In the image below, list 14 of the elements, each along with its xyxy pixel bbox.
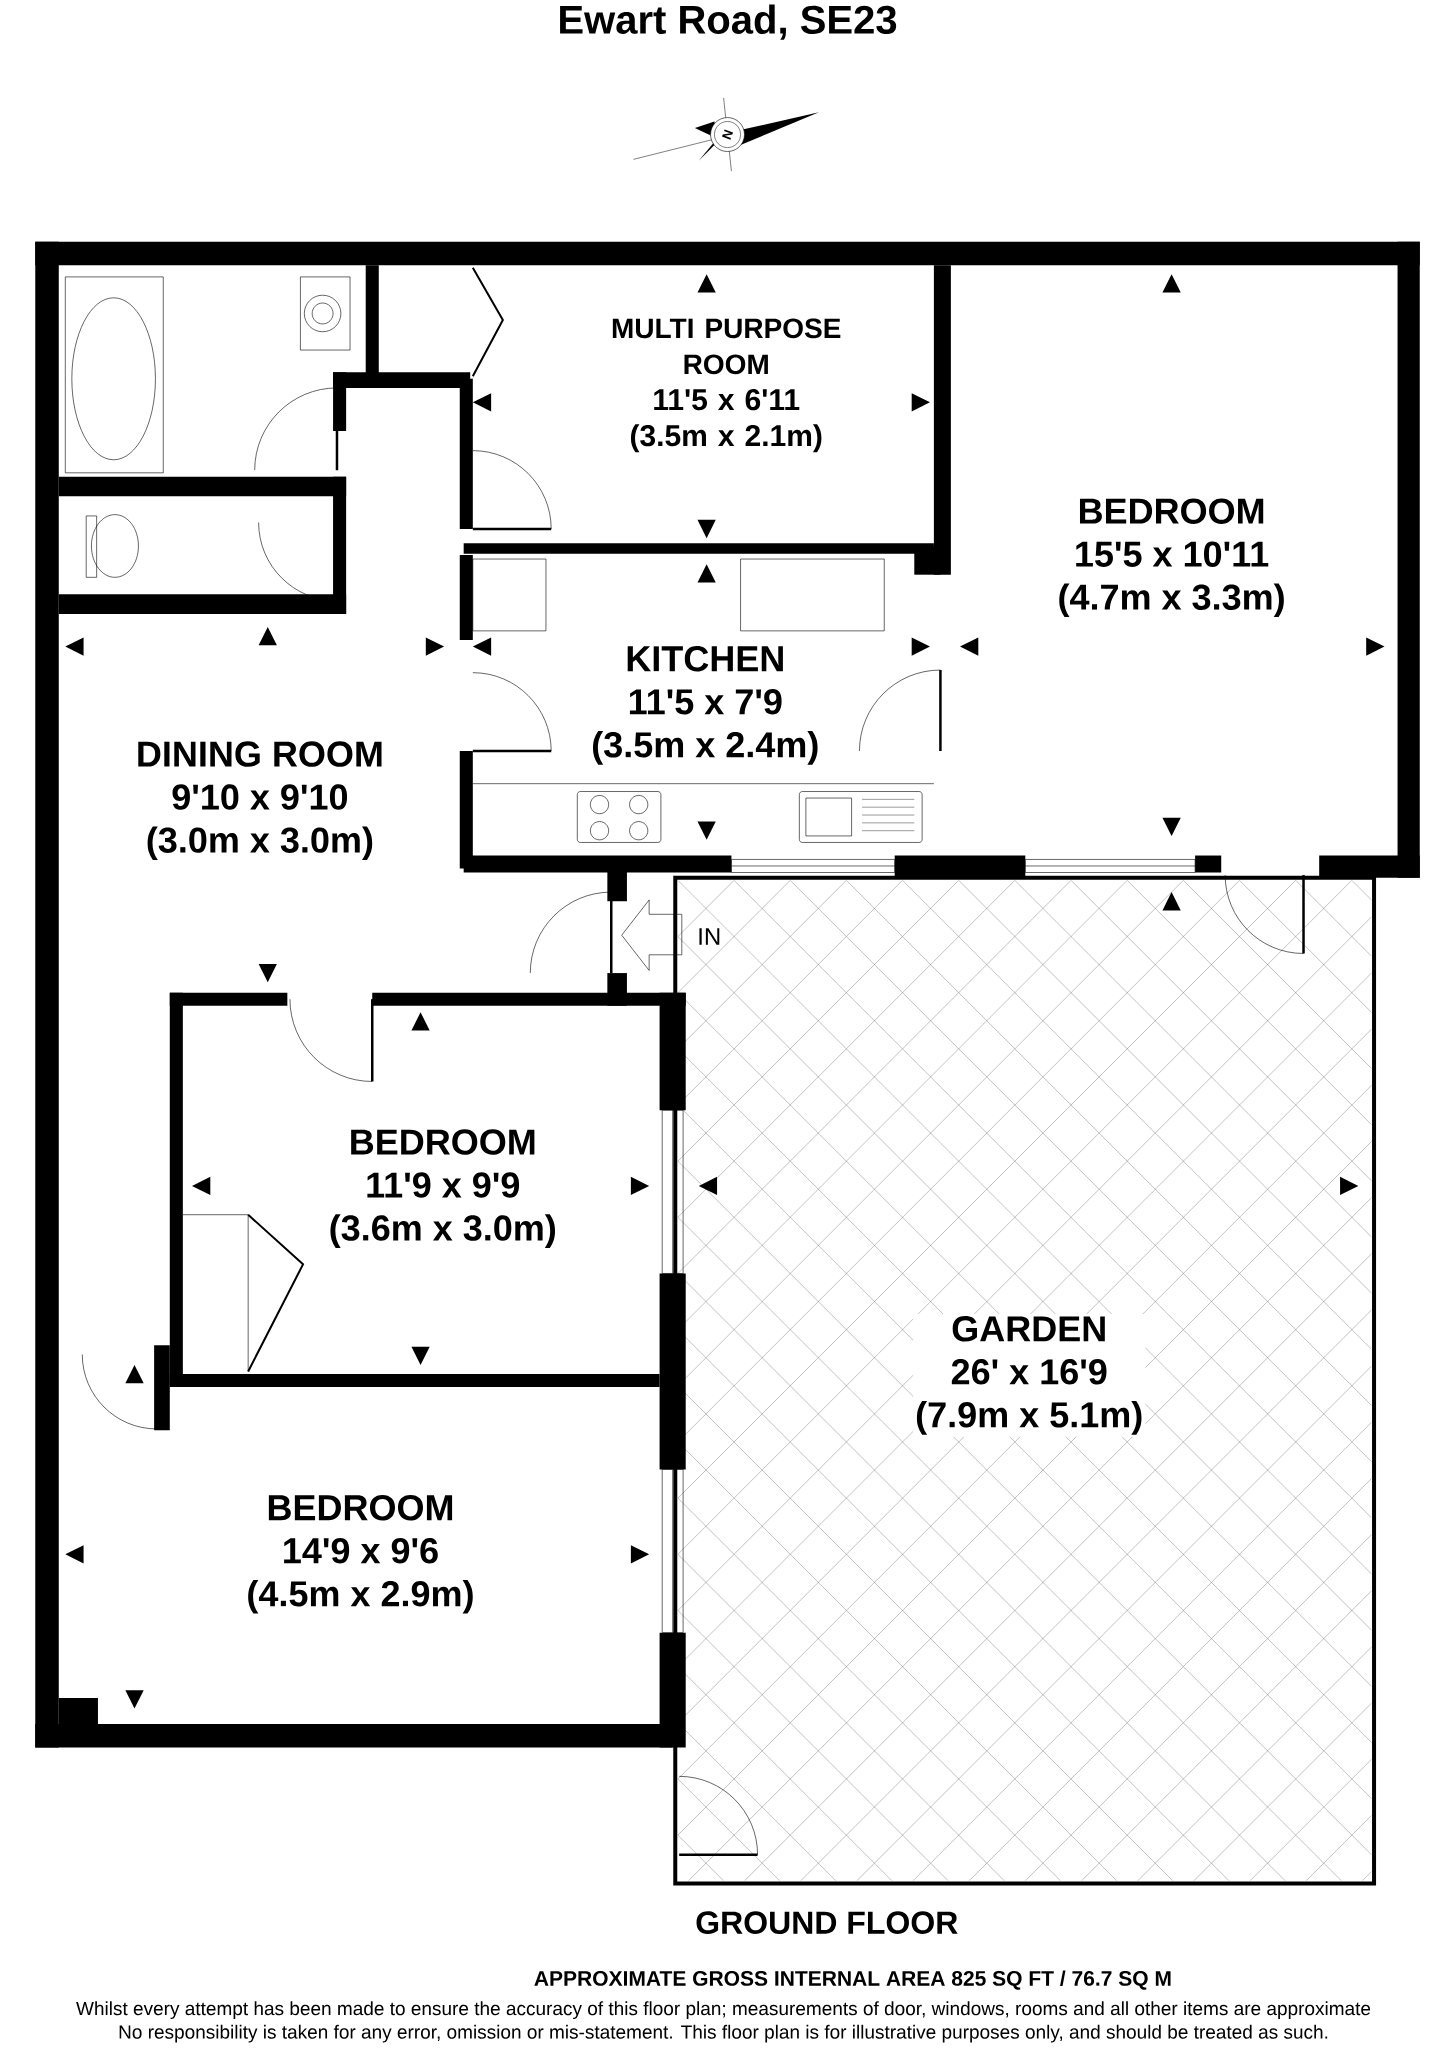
- room-label: MULTI PURPOSE ROOM 11'5 x 6'11 (3.5m x 2.1m): [583, 316, 868, 455]
- room-label: DINING ROOM 9'10 x 9'10 (3.0m x 3.0m): [133, 739, 386, 862]
- north-arrow-drawing: N: [633, 97, 819, 172]
- room-label: BEDROOM 15'5 x 10'11 (4.7m x 3.3m): [1055, 496, 1288, 620]
- disclaimer-text: No responsibility is taken for any error, omission or mis-statement. This floor plan is for illustrative purposes only, and should be treated as such.: [119, 2024, 1327, 2043]
- disclaimer-text: Whilst every attempt has been made to ensure the accuracy of this floor plan; measurements of door, windows, rooms and all other items are approximate: [75, 2001, 1370, 2019]
- title: Ewart Road, SE23: [559, 4, 896, 40]
- room-label: KITCHEN 11'5 x 7'9 (3.5m x 2.4m): [589, 644, 822, 767]
- room-label: GARDEN 26' x 16'9 (7.9m x 5.1m): [912, 1314, 1146, 1437]
- room-label: BEDROOM 11'9 x 9'9 (3.6m x 3.0m): [326, 1127, 559, 1250]
- floor-label: GROUND FLOOR: [696, 1911, 958, 1934]
- area-note: APPROXIMATE GROSS INTERNAL AREA 825 SQ FT / 76.7 SQ M: [534, 1970, 1171, 1990]
- room-label: BEDROOM 14'9 x 9'6 (4.5m x 2.9m): [244, 1493, 477, 1616]
- in-label: IN: [699, 928, 720, 945]
